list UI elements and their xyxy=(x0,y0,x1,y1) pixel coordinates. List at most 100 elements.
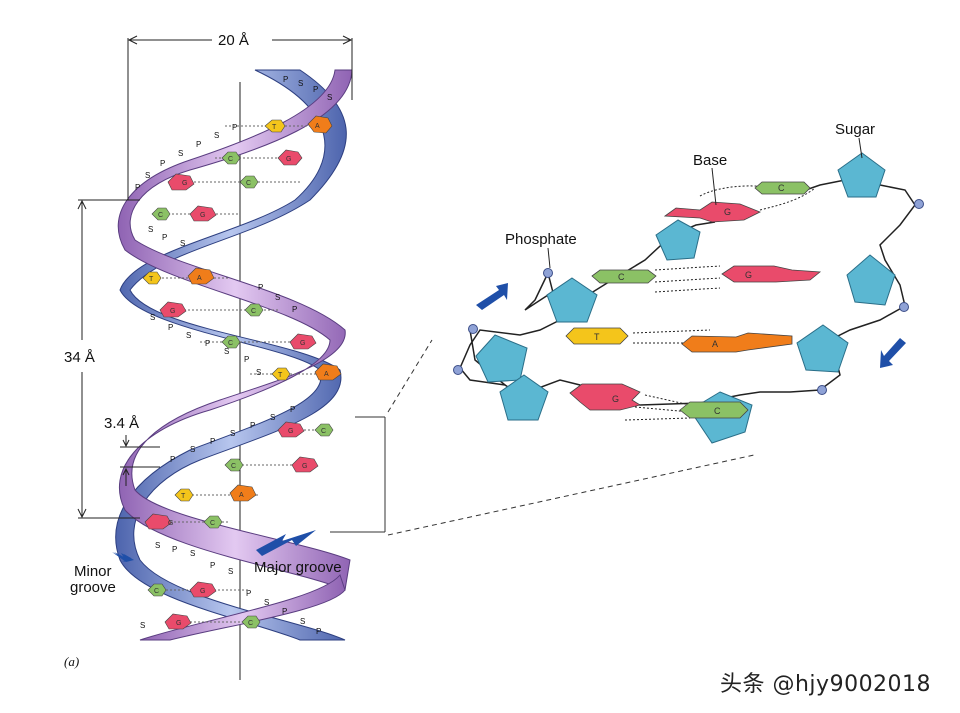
sugar xyxy=(475,334,528,383)
phosphate-letter: P xyxy=(210,437,215,446)
hydrogen-bonds xyxy=(624,185,816,421)
base-a: A xyxy=(187,267,215,285)
double-helix: P S P S P S P S P S P S P S P S P S P S … xyxy=(64,32,353,680)
base-c: C xyxy=(244,303,264,317)
base-c: C xyxy=(151,207,171,221)
phosphate-letter: P xyxy=(210,561,215,570)
base-g: G xyxy=(167,173,195,191)
svg-text:C: C xyxy=(321,428,326,435)
purple-strand-front xyxy=(117,69,353,591)
purple-strand-bottom xyxy=(139,573,346,641)
base-a: A xyxy=(314,363,342,381)
panel-label: (a) xyxy=(64,654,79,669)
phosphate-letter: P xyxy=(160,159,165,168)
base-g: G xyxy=(277,149,303,166)
svg-text:G: G xyxy=(745,270,752,280)
base-c: C xyxy=(239,175,259,189)
phosphate-letter: P xyxy=(244,355,249,364)
svg-text:A: A xyxy=(324,371,329,378)
svg-text:C: C xyxy=(228,340,233,347)
svg-text:A: A xyxy=(239,492,244,499)
base-c: C xyxy=(147,583,167,597)
strand-direction-arrow-icon xyxy=(880,338,906,368)
sugar-letter: S xyxy=(150,313,155,322)
svg-text:G: G xyxy=(168,520,173,527)
phosphate xyxy=(899,302,909,312)
sugar-letter: S xyxy=(148,225,153,234)
svg-text:G: G xyxy=(200,212,205,219)
base-c: C xyxy=(679,401,749,419)
helix-bases: T A C G G C C G T A G C C G T A G C C G … xyxy=(142,115,342,630)
minor-groove-label: Minor xyxy=(74,563,112,580)
phosphate-letter: P xyxy=(135,183,140,192)
phosphate-dots xyxy=(453,199,924,395)
phosphate xyxy=(817,385,827,395)
svg-text:C: C xyxy=(714,406,721,416)
base-t: T xyxy=(264,119,286,133)
base-a: A xyxy=(307,115,333,134)
minor-groove-label: groove xyxy=(70,579,116,596)
svg-text:T: T xyxy=(594,332,600,342)
svg-text:G: G xyxy=(724,207,731,217)
sugar-letter: S xyxy=(327,93,332,102)
phosphate-label: Phosphate xyxy=(505,231,577,248)
svg-text:C: C xyxy=(231,463,236,470)
detail-bases: C G C G T A G C xyxy=(565,181,822,419)
base-t: T xyxy=(174,488,194,502)
sugars xyxy=(475,152,896,444)
base-t: T xyxy=(565,327,629,345)
phosphate-letter: P xyxy=(282,607,287,616)
sugar xyxy=(546,277,598,323)
callout-lines xyxy=(547,137,863,269)
base-g: G xyxy=(569,383,642,411)
base-g: G xyxy=(189,581,217,598)
sugar-letter: S xyxy=(270,413,275,422)
rise-dimension xyxy=(120,435,160,486)
phosphate-letter: P xyxy=(316,627,321,636)
phosphate-letter: P xyxy=(292,305,297,314)
svg-text:A: A xyxy=(712,339,718,349)
sugar xyxy=(846,254,896,306)
svg-text:C: C xyxy=(251,308,256,315)
svg-text:T: T xyxy=(149,276,154,283)
svg-text:A: A xyxy=(197,275,202,282)
sugar-letter: S xyxy=(214,131,219,140)
svg-text:T: T xyxy=(278,372,283,379)
sugar-letter: S xyxy=(186,331,191,340)
width-dimension xyxy=(127,35,353,200)
sugar-letter: S xyxy=(256,368,261,377)
base-g: G xyxy=(159,301,187,318)
base-a: A xyxy=(681,332,793,353)
svg-text:G: G xyxy=(182,180,187,187)
minor-groove-arrow-icon xyxy=(114,552,134,562)
base-g: G xyxy=(189,205,217,222)
svg-text:C: C xyxy=(154,588,159,595)
svg-text:G: G xyxy=(612,394,619,404)
svg-text:G: G xyxy=(286,156,291,163)
sugar-letter: S xyxy=(140,621,145,630)
phosphate-letter: P xyxy=(170,455,175,464)
base-c: C xyxy=(221,335,241,349)
phosphate-letter: P xyxy=(290,405,295,414)
phosphate-letter: P xyxy=(168,323,173,332)
base-c: C xyxy=(314,423,334,437)
sugar-letter: S xyxy=(178,149,183,158)
base-g: G xyxy=(277,421,305,438)
sugar-letter: S xyxy=(190,445,195,454)
svg-text:C: C xyxy=(158,212,163,219)
base-c: C xyxy=(221,151,241,165)
base-g: G xyxy=(289,333,317,350)
base-g: G xyxy=(291,456,319,473)
sugar-letter: S xyxy=(298,79,303,88)
phosphate-letter: P xyxy=(172,545,177,554)
sugar-letter: S xyxy=(190,549,195,558)
sugar xyxy=(796,324,849,373)
major-groove-label: Major groove xyxy=(254,559,342,576)
svg-text:G: G xyxy=(200,588,205,595)
phosphate-letter: P xyxy=(205,339,210,348)
phosphate-letter: P xyxy=(258,283,263,292)
phosphate-letter: P xyxy=(246,589,251,598)
sugar xyxy=(837,152,886,198)
base-c: C xyxy=(224,458,244,472)
base-c: C xyxy=(203,515,223,529)
